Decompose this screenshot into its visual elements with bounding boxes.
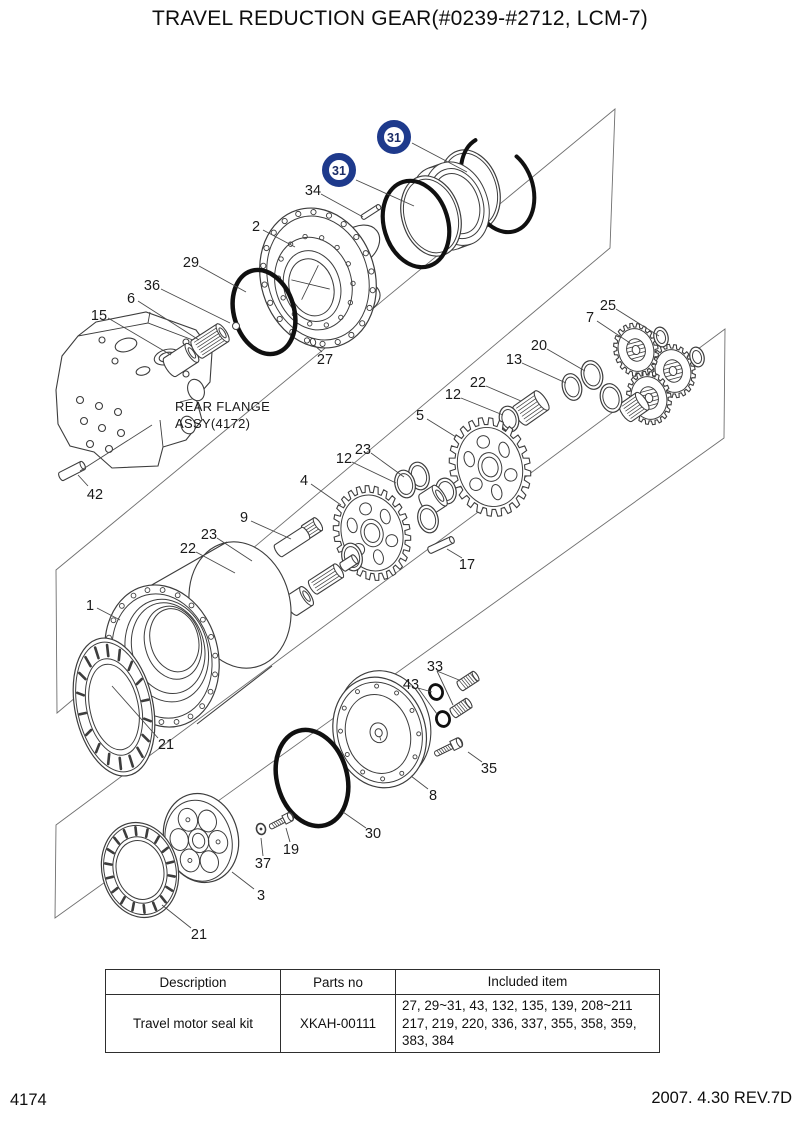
motor-flange-2 <box>259 207 377 349</box>
carrier-3 <box>162 792 240 884</box>
page-number: 4174 <box>10 1091 47 1109</box>
cell-description: Travel motor seal kit <box>105 993 281 1054</box>
ring-13 <box>561 373 583 401</box>
part-label-22b: 22 <box>470 375 486 391</box>
part-label-17: 17 <box>459 557 475 573</box>
part-label-20: 20 <box>531 338 547 354</box>
part-label-33: 33 <box>427 659 443 675</box>
pinion-gear-7a <box>613 322 659 378</box>
badge-label: 31 <box>332 164 346 178</box>
highlight-badge-31-left: 31 <box>322 153 356 187</box>
part-label-1: 1 <box>86 598 94 614</box>
col-header-parts-no: Parts no <box>280 969 396 995</box>
frame-planes <box>54 108 726 919</box>
part-label-15: 15 <box>91 308 107 324</box>
part-label-7: 7 <box>586 310 594 326</box>
ring-12 <box>394 469 416 499</box>
upper-plane <box>55 108 616 714</box>
shaft-9 <box>273 526 311 558</box>
part-label-29: 29 <box>183 255 199 271</box>
col-header-included-item: Included item <box>395 969 660 995</box>
ring <box>599 383 623 413</box>
badge-label: 31 <box>387 131 401 145</box>
part-label-13: 13 <box>506 352 522 368</box>
parts-table-header-row: Description Parts no Included item <box>105 969 660 995</box>
part-label-2: 2 <box>252 219 260 235</box>
part-label-12b: 12 <box>445 387 461 403</box>
ball-36 <box>232 322 240 330</box>
part-label-21b: 21 <box>191 927 207 943</box>
ring <box>417 504 439 534</box>
bushing-15 <box>162 342 200 378</box>
part-label-22a: 22 <box>180 541 196 557</box>
part-label-9: 9 <box>240 510 248 526</box>
col-header-description: Description <box>105 969 281 995</box>
part-label-4: 4 <box>300 473 308 489</box>
part-label-6: 6 <box>127 291 135 307</box>
cell-included-item: 27, 29~31, 43, 132, 135, 139, 208~211 21… <box>395 993 660 1054</box>
ring-25b <box>689 346 705 368</box>
parts-layer <box>58 138 705 919</box>
parts-table: Description Parts no Included item Trave… <box>105 969 660 1054</box>
part-label-8: 8 <box>429 788 437 804</box>
note-line-1: REAR FLANGE <box>175 399 270 414</box>
part-label-43: 43 <box>403 677 419 693</box>
part-label-25: 25 <box>600 298 616 314</box>
oring-43b <box>435 710 451 728</box>
needle-bushing-22 <box>512 390 550 426</box>
pin-42 <box>58 460 86 482</box>
ring-20 <box>580 360 604 390</box>
part-label-5: 5 <box>416 408 424 424</box>
part-label-23a: 23 <box>201 527 217 543</box>
table-row: Travel motor seal kit XKAH-00111 27, 29~… <box>105 993 660 1054</box>
bearing-21-upper <box>72 637 156 777</box>
part-label-42: 42 <box>87 487 103 503</box>
ring-25a <box>653 326 669 348</box>
bolt-19 <box>268 812 295 830</box>
part-label-3: 3 <box>257 888 265 904</box>
oring-43a <box>428 683 444 701</box>
part-label-34: 34 <box>305 183 321 199</box>
part-labels: 2 34 29 36 6 15 27 42 25 7 20 13 22 12 5… <box>86 183 616 943</box>
seal-ring <box>400 175 462 257</box>
sun-gear-5 <box>448 417 532 517</box>
part-label-37: 37 <box>255 856 271 872</box>
part-label-19: 19 <box>283 842 299 858</box>
leader-lines <box>77 142 660 929</box>
plug-33b <box>449 697 473 719</box>
washer-37 <box>255 822 267 836</box>
shaft-pin <box>339 554 359 572</box>
bolt-35 <box>434 737 464 757</box>
cover-8 <box>332 670 432 789</box>
highlight-badge-31-right: 31 <box>377 120 411 154</box>
pin-17 <box>427 536 455 554</box>
lower-plane <box>54 328 726 919</box>
page-title: TRAVEL REDUCTION GEAR(#0239-#2712, LCM-7… <box>151 7 649 30</box>
rear-flange-assy <box>55 311 213 469</box>
oring-30 <box>273 727 351 829</box>
oring-29 <box>230 267 298 357</box>
cell-parts-no: XKAH-00111 <box>280 993 396 1054</box>
oring-31 <box>380 178 452 270</box>
needle-bushing <box>618 391 650 423</box>
part-label-36: 36 <box>144 278 160 294</box>
note-line-2: ASSY(4172) <box>175 416 250 431</box>
part-label-35: 35 <box>481 761 497 777</box>
bushing <box>284 586 314 616</box>
revision-date: 2007. 4.30 REV.7D <box>651 1089 792 1107</box>
bearing-21-lower <box>100 821 180 919</box>
part-label-21a: 21 <box>158 737 174 753</box>
part-label-12a: 12 <box>336 451 352 467</box>
rear-flange-note: REAR FLANGE ASSY(4172) <box>175 399 270 431</box>
pin-34 <box>360 204 382 220</box>
shaft-splined <box>307 563 345 595</box>
part-label-30: 30 <box>365 826 381 842</box>
part-label-23b: 23 <box>355 442 371 458</box>
plug-33a <box>456 670 480 692</box>
part-label-27: 27 <box>317 352 333 368</box>
